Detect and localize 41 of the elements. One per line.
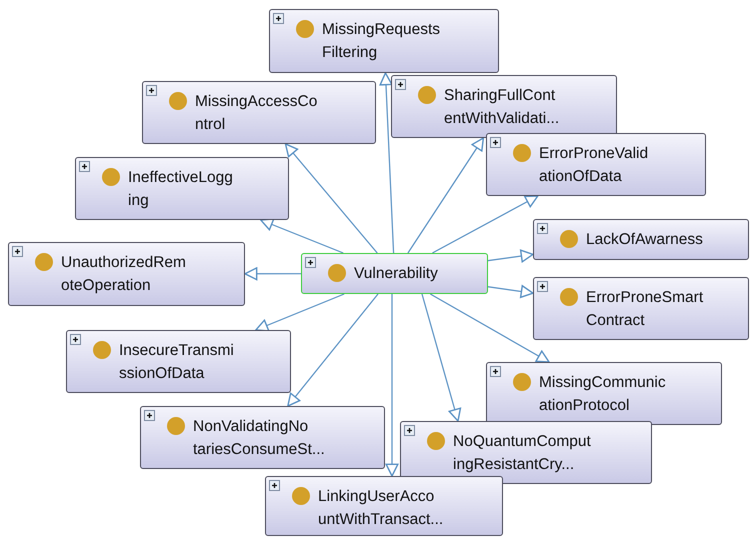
class-name: SharingFullCont entWithValidati... [444,86,560,129]
arrow [255,293,344,332]
arrow [379,72,394,254]
class-box [400,421,652,484]
arrow [421,294,462,422]
class-name: LinkingUserAcco untWithTransact... [318,487,444,530]
arrow [287,294,378,407]
arrow [430,293,550,363]
class-name: MissingAccessCo ntrol [195,92,318,135]
arrow [432,195,538,254]
class-box [391,75,617,138]
arrow [260,218,344,254]
class-box [486,133,706,196]
selected-class-box [301,253,488,294]
class-name: ErrorProneSmart Contract [586,288,704,331]
class-name: MissingRequests Filtering [322,20,440,63]
class-name: UnauthorizedRem oteOperation [61,253,186,296]
arrow [407,137,484,254]
class-name: IneffectiveLogg ing [128,168,233,211]
class-box [66,330,291,393]
class-box [533,219,749,260]
class-name: NonValidatingNo tariesConsumeSt... [193,417,325,460]
class-box [142,81,376,144]
class-name: Vulnerability [354,264,438,284]
class-name: LackOfAwarness [586,230,703,250]
class-box [486,362,722,425]
arrow [488,285,534,298]
class-box [8,242,245,306]
arrow [244,267,301,280]
arrow [488,250,534,262]
class-name: MissingCommunic ationProtocol [539,373,666,416]
class-box [75,157,289,220]
class-name: InsecureTransmi ssionOfData [119,341,234,384]
class-name: NoQuantumComput ingResistantCry... [453,432,591,475]
class-box [265,476,503,536]
arrow [284,143,378,254]
class-box [140,406,385,469]
class-box [533,277,749,340]
class-box [269,9,499,73]
arrow [385,294,399,477]
class-name: ErrorProneValid ationOfData [539,144,648,187]
